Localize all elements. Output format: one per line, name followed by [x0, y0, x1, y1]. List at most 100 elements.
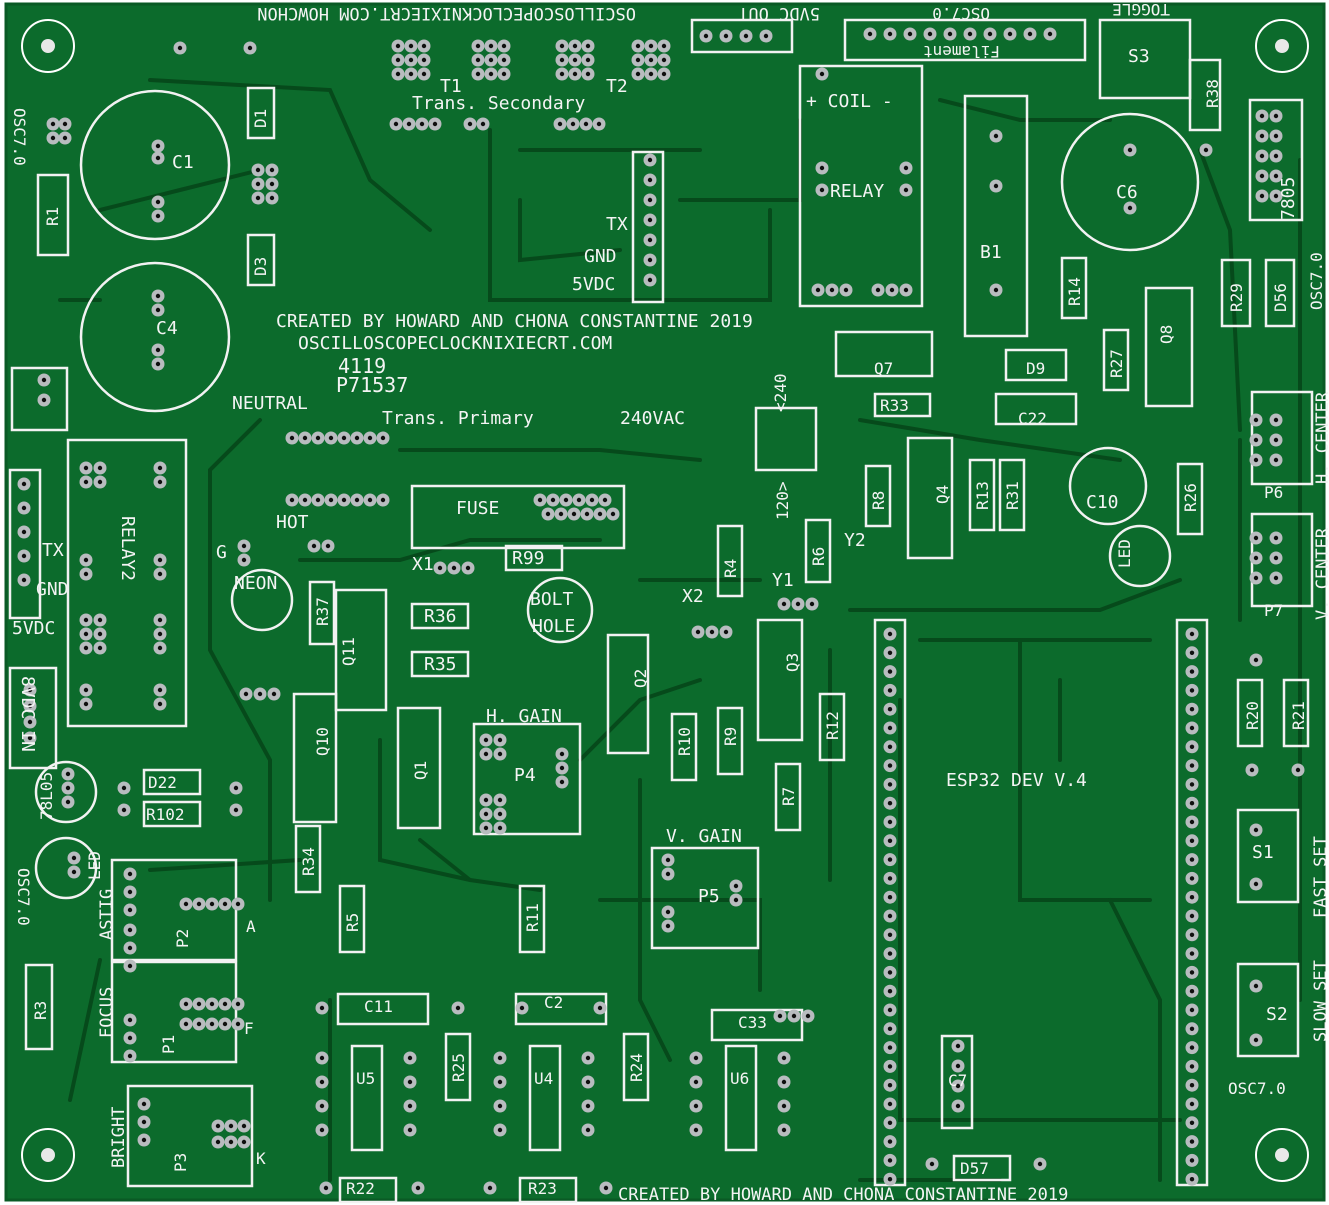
pad-hole	[887, 1045, 893, 1050]
pad-hole	[141, 1137, 147, 1143]
pad-hole	[83, 617, 89, 623]
pad-hole	[887, 31, 893, 37]
pad-hole	[777, 1013, 783, 1019]
pad-hole	[887, 707, 893, 712]
label-k: K	[256, 1149, 266, 1168]
label-c6: C6	[1116, 182, 1138, 203]
label-hot: HOT	[276, 512, 309, 533]
pad-hole	[887, 1007, 893, 1013]
label-led: LED	[1115, 539, 1134, 568]
pad-hole	[1189, 838, 1195, 843]
pad-hole	[927, 31, 933, 37]
pad-hole	[781, 1079, 787, 1085]
label-r33: R33	[880, 396, 909, 415]
label-h-center: H. CENTER	[1313, 391, 1329, 484]
pad-hole	[1189, 782, 1195, 787]
pad-hole	[83, 479, 89, 485]
label-r6: R6	[809, 547, 828, 566]
pad-hole	[887, 1026, 893, 1032]
pad-hole	[497, 1103, 503, 1109]
pad-hole	[1253, 827, 1259, 833]
pad-hole	[596, 121, 602, 127]
pad-hole	[1249, 767, 1255, 773]
pad-hole	[71, 869, 77, 875]
pad-hole	[421, 71, 427, 77]
pad-hole	[819, 165, 825, 171]
pad-hole	[559, 751, 565, 757]
label-q10: Q10	[313, 727, 332, 756]
pad-hole	[127, 871, 133, 877]
label-website: OSCILLOSCOPECLOCKNIXIECRT.COM	[298, 333, 612, 354]
pad-hole	[597, 1005, 603, 1011]
pad-hole	[437, 565, 443, 571]
label-y1: Y1	[772, 570, 794, 591]
pad-hole	[319, 1103, 325, 1109]
label-s2: S2	[1266, 1004, 1288, 1025]
pad-hole	[955, 1103, 961, 1109]
pad-hole	[887, 1083, 893, 1088]
label-r1: R1	[43, 207, 62, 226]
pad-hole	[693, 1055, 699, 1061]
pad-hole	[407, 1055, 413, 1061]
label-neon: NEON	[234, 573, 277, 594]
pad-hole	[576, 497, 582, 503]
pad-hole	[354, 497, 360, 503]
pad-hole	[1189, 650, 1195, 655]
pad-hole	[127, 907, 133, 913]
pad-hole	[21, 553, 27, 559]
pad-hole	[1189, 631, 1195, 637]
pad-hole	[380, 497, 386, 503]
pad-hole	[585, 57, 591, 63]
pad-hole	[585, 1103, 591, 1109]
pad-hole	[907, 31, 913, 37]
pad-hole	[610, 511, 616, 517]
pad-hole	[1273, 133, 1279, 139]
pad-hole	[648, 71, 654, 77]
pad-hole	[550, 497, 556, 503]
pad-hole	[559, 765, 565, 771]
pad-hole	[887, 763, 893, 768]
pad-hole	[993, 183, 999, 189]
pad-hole	[887, 1101, 893, 1107]
pad-hole	[121, 807, 127, 813]
pad-hole	[1273, 437, 1279, 443]
pad-hole	[647, 157, 653, 163]
pad-hole	[1189, 707, 1195, 712]
label-fast-set: FAST SET	[1311, 836, 1329, 918]
pad-hole	[127, 963, 133, 969]
pad-hole	[243, 691, 249, 697]
pad-hole	[887, 1158, 893, 1163]
pad-hole	[395, 71, 401, 77]
label-r12: R12	[823, 711, 842, 740]
pad-hole	[27, 703, 33, 709]
pad-hole	[1189, 951, 1195, 956]
pad-hole	[955, 1043, 961, 1049]
pad-hole	[319, 1127, 325, 1133]
pad-hole	[233, 785, 239, 791]
pad-hole	[665, 871, 671, 877]
pad-hole	[127, 927, 133, 933]
pad-hole	[559, 43, 565, 49]
pad-hole	[887, 876, 893, 881]
pad-hole	[483, 737, 489, 743]
pad-hole	[488, 57, 494, 63]
label-sel240: <240	[771, 373, 790, 412]
pad-hole	[887, 951, 893, 956]
pad-hole	[27, 735, 33, 741]
pad-hole	[947, 31, 953, 37]
pad-hole	[289, 497, 295, 503]
pad-hole	[269, 181, 275, 187]
pad-hole	[993, 133, 999, 139]
pad-hole	[497, 751, 503, 757]
label-p5: P5	[698, 886, 720, 907]
pad-hole	[323, 1185, 329, 1191]
pad-hole	[483, 825, 489, 831]
pad-hole	[497, 1127, 503, 1133]
pad-hole	[887, 895, 893, 900]
pad-hole	[497, 1055, 503, 1061]
pad-hole	[1189, 895, 1195, 900]
pad-hole	[661, 43, 667, 49]
pad-hole	[311, 543, 317, 549]
pad-hole	[215, 1123, 221, 1129]
pad-hole	[83, 571, 89, 577]
